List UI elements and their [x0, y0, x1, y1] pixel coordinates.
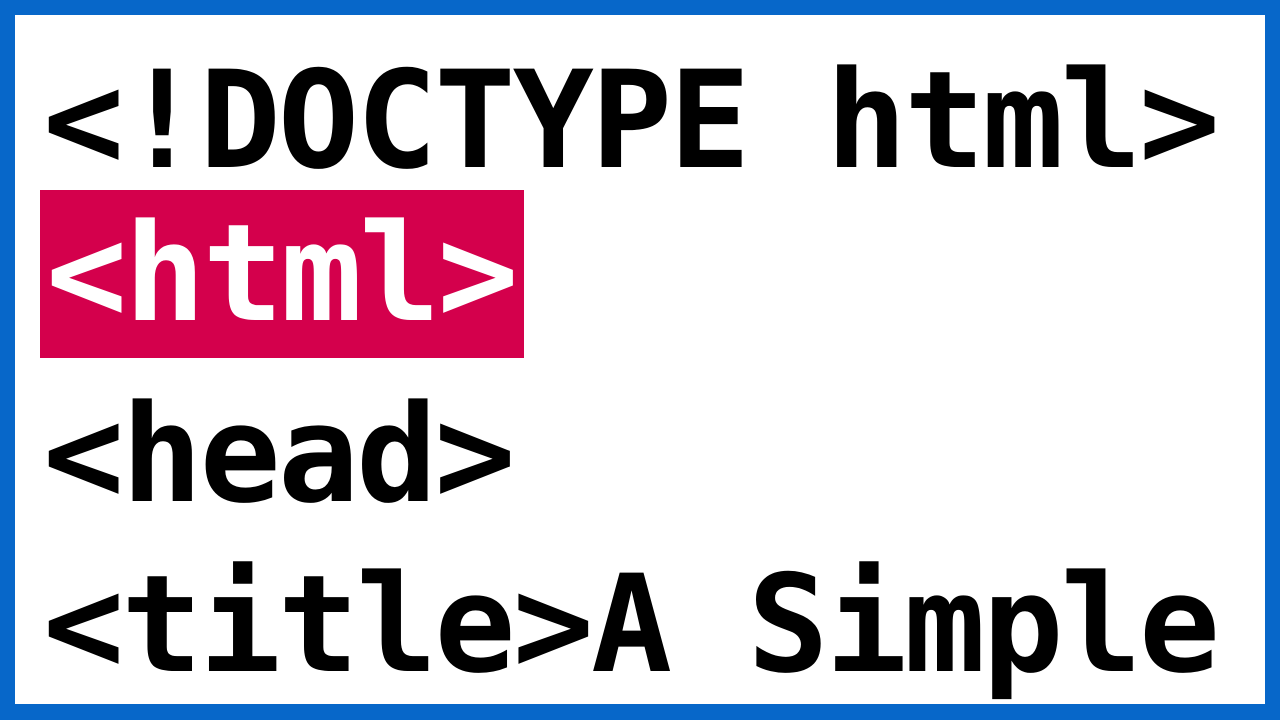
code-line-head: <head>: [43, 376, 516, 533]
code-line-title: <title>A Simple: [43, 546, 1220, 703]
code-line-html-highlighted: <html>: [40, 190, 524, 358]
code-line-doctype: <!DOCTYPE html>: [43, 42, 1220, 199]
